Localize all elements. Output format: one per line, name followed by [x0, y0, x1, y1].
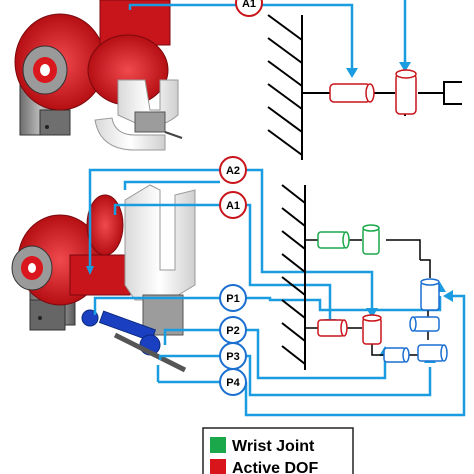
legend-item-wrist: Wrist Joint [210, 437, 315, 455]
legend-box [202, 427, 354, 474]
legend: Wrist Joint Active DOF [202, 427, 354, 474]
passive-joint-2 [409, 316, 440, 332]
legend-label-wrist: Wrist Joint [232, 438, 315, 455]
node-p2-label: P2 [226, 325, 239, 337]
passive-joint-1 [420, 278, 440, 311]
passive-joint-3 [383, 347, 410, 363]
active-joint-1 [317, 319, 348, 337]
active-joint-2 [362, 314, 382, 345]
wrist-joint-1 [317, 231, 350, 249]
node-p1: P1 [219, 284, 247, 312]
top-node-a1-label: A1 [242, 0, 256, 10]
legend-item-active: Active DOF [210, 459, 318, 474]
node-a1: A1 [219, 191, 247, 219]
node-p3: P3 [219, 342, 247, 370]
bottom-ground [281, 184, 306, 370]
connector-a2 [123, 168, 374, 312]
node-p4: P4 [219, 368, 247, 396]
top-node-a1: A1 [235, 0, 263, 17]
passive-joint-4 [417, 344, 448, 362]
top-arrow-2 [399, 62, 411, 72]
top-chain [302, 81, 462, 116]
top-robot-render [14, 0, 183, 151]
connector-a2-left [88, 168, 220, 270]
bottom-robot-render [11, 184, 196, 373]
connector-a1 [113, 203, 332, 323]
node-a2-label: A2 [226, 165, 240, 177]
node-p2: P2 [219, 316, 247, 344]
node-a1-label: A1 [226, 200, 240, 212]
node-p3-label: P3 [226, 351, 239, 363]
bottom-connectors [88, 168, 466, 417]
node-p1-label: P1 [226, 293, 239, 305]
top-connectors [128, 0, 407, 72]
legend-swatch-wrist [210, 437, 226, 453]
node-p4-label: P4 [226, 377, 240, 389]
legend-label-active: Active DOF [232, 460, 318, 474]
node-a2: A2 [219, 156, 247, 184]
top-joint-revolute-2 [395, 69, 417, 115]
top-ground [267, 14, 303, 160]
legend-swatch-active [210, 459, 226, 474]
top-joint-revolute-1 [329, 83, 375, 103]
top-connector-a1-left [128, 3, 237, 10]
top-arrow-1 [346, 68, 358, 78]
connector-p3 [158, 354, 432, 397]
top-connector-a1-right [262, 3, 354, 72]
connector-p2 [163, 328, 387, 380]
connector-p4 [158, 294, 466, 417]
connector-p1 [93, 296, 442, 315]
wrist-joint-2 [362, 224, 380, 255]
